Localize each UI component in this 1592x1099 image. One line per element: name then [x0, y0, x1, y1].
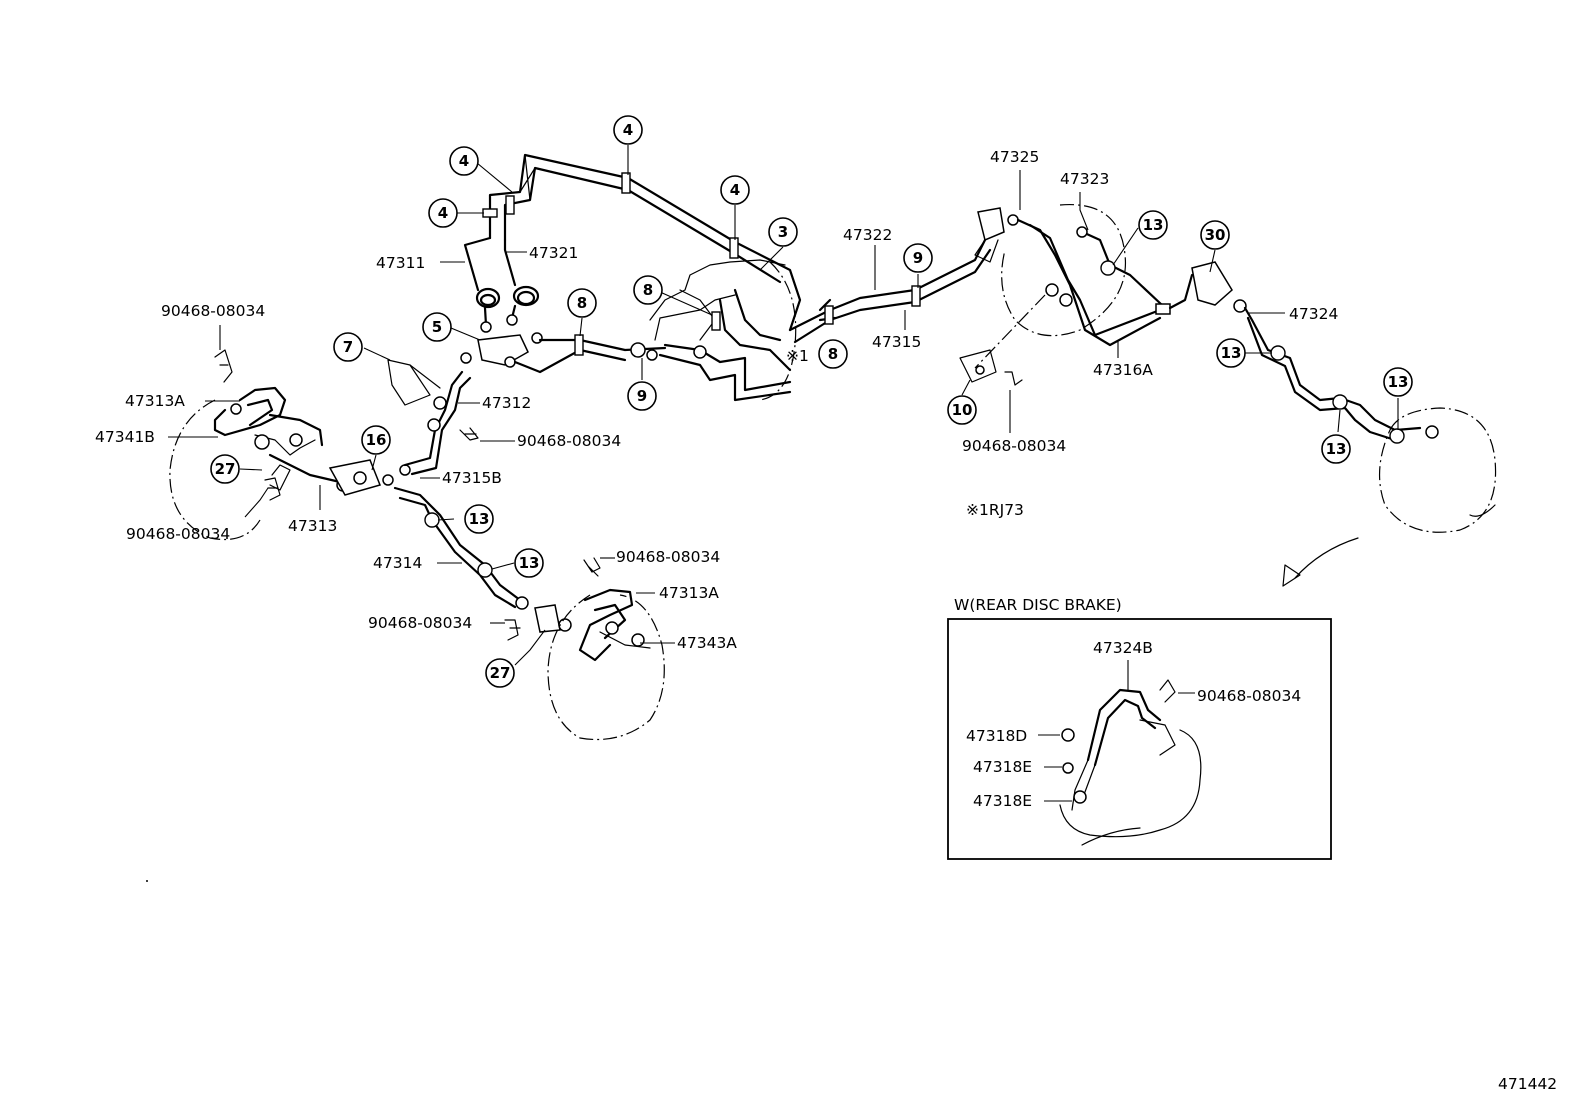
- label-clip-bottom-left: 90468-08034: [126, 525, 230, 543]
- label-47316a: 47316A: [1093, 361, 1153, 379]
- label-47318e-a: 47318E: [973, 758, 1032, 776]
- ref-13-e: 13: [464, 504, 494, 534]
- ref-5: 5: [422, 312, 452, 342]
- label-47324: 47324: [1289, 305, 1338, 323]
- ref-4-d: 4: [720, 175, 750, 205]
- svg-text:27: 27: [215, 460, 236, 478]
- label-47313a-left: 47313A: [125, 392, 185, 410]
- ref-13-f: 13: [514, 548, 544, 578]
- label-clip-lower-left: 90468-08034: [368, 614, 472, 632]
- ref-8-c: 8: [818, 339, 848, 369]
- svg-text:13: 13: [1388, 373, 1409, 391]
- label-clip-lower-top: 90468-08034: [616, 548, 720, 566]
- ref-10: 10: [947, 395, 977, 425]
- label-47312: 47312: [482, 394, 531, 412]
- label-47318d: 47318D: [966, 727, 1027, 745]
- svg-text:4: 4: [730, 181, 740, 199]
- ref-13-a: 13: [1138, 210, 1168, 240]
- svg-text:9: 9: [913, 249, 923, 267]
- ref-30: 30: [1200, 220, 1230, 250]
- ref-4-b: 4: [449, 146, 479, 176]
- label-47313a-lower: 47313A: [659, 584, 719, 602]
- label-47321: 47321: [529, 244, 578, 262]
- label-47318e-b: 47318E: [973, 792, 1032, 810]
- svg-text:13: 13: [519, 554, 540, 572]
- part-number-labels: 47311 47321 47312 47313A 47341B 47313 47…: [95, 148, 1557, 1093]
- svg-text:13: 13: [1143, 216, 1164, 234]
- svg-text:8: 8: [643, 281, 653, 299]
- svg-text:4: 4: [459, 152, 469, 170]
- label-47324b: 47324B: [1093, 639, 1153, 657]
- svg-text:16: 16: [366, 431, 387, 449]
- brake-tube-drawing: [169, 153, 1497, 846]
- ref-7: 7: [333, 332, 363, 362]
- label-47322: 47322: [843, 226, 892, 244]
- svg-text:30: 30: [1205, 226, 1226, 244]
- ref-4-a: 4: [613, 115, 643, 145]
- ref-13-b: 13: [1216, 338, 1246, 368]
- label-clip-inset: 90468-08034: [1197, 687, 1301, 705]
- reference-circles: 4 4 4 4 3 5 7 8 8 8 9 9 10 13 13 13 13 1…: [210, 115, 1413, 688]
- svg-text:5: 5: [432, 318, 442, 336]
- label-47343a: 47343A: [677, 634, 737, 652]
- ref-27-b: 27: [485, 658, 515, 688]
- label-47314: 47314: [373, 554, 422, 572]
- leader-lines: [168, 145, 1399, 802]
- label-clip-mid: 90468-08034: [517, 432, 621, 450]
- label-47323: 47323: [1060, 170, 1109, 188]
- svg-text:3: 3: [778, 223, 788, 241]
- svg-text:7: 7: [343, 338, 353, 356]
- ref-8-a: 8: [567, 288, 597, 318]
- svg-text:13: 13: [469, 510, 490, 528]
- figure-number: 471442: [1498, 1075, 1557, 1093]
- label-47311: 47311: [376, 254, 425, 272]
- ref-13-c: 13: [1383, 367, 1413, 397]
- svg-text:4: 4: [623, 121, 633, 139]
- ref-9-b: 9: [903, 243, 933, 273]
- ref-3: 3: [768, 217, 798, 247]
- label-47315b: 47315B: [442, 469, 502, 487]
- svg-text:8: 8: [828, 345, 838, 363]
- label-clip-top-left: 90468-08034: [161, 302, 265, 320]
- label-47325: 47325: [990, 148, 1039, 166]
- label-47313: 47313: [288, 517, 337, 535]
- inset-frame: [947, 618, 1332, 860]
- svg-text:13: 13: [1326, 440, 1347, 458]
- inset-rear-disc-brake: W(REAR DISC BRAKE) 47324B 90468-08034 47…: [947, 596, 1332, 860]
- ref-4-c: 4: [428, 198, 458, 228]
- svg-text:9: 9: [637, 387, 647, 405]
- ref-27-a: 27: [210, 454, 240, 484]
- ref-16: 16: [361, 425, 391, 455]
- ref-9-a: 9: [627, 381, 657, 411]
- svg-text:13: 13: [1221, 344, 1242, 362]
- svg-text:10: 10: [952, 401, 973, 419]
- svg-text:4: 4: [438, 204, 448, 222]
- star-note: ※1RJ73: [966, 501, 1024, 519]
- label-47341b: 47341B: [95, 428, 155, 446]
- inset-title: W(REAR DISC BRAKE): [954, 596, 1122, 614]
- ref-13-d: 13: [1321, 434, 1351, 464]
- label-47315: 47315: [872, 333, 921, 351]
- label-clip-right: 90468-08034: [962, 437, 1066, 455]
- ref-8-b: 8: [633, 275, 663, 305]
- star-ref: ※1: [786, 347, 809, 365]
- svg-text:8: 8: [577, 294, 587, 312]
- svg-text:27: 27: [490, 664, 511, 682]
